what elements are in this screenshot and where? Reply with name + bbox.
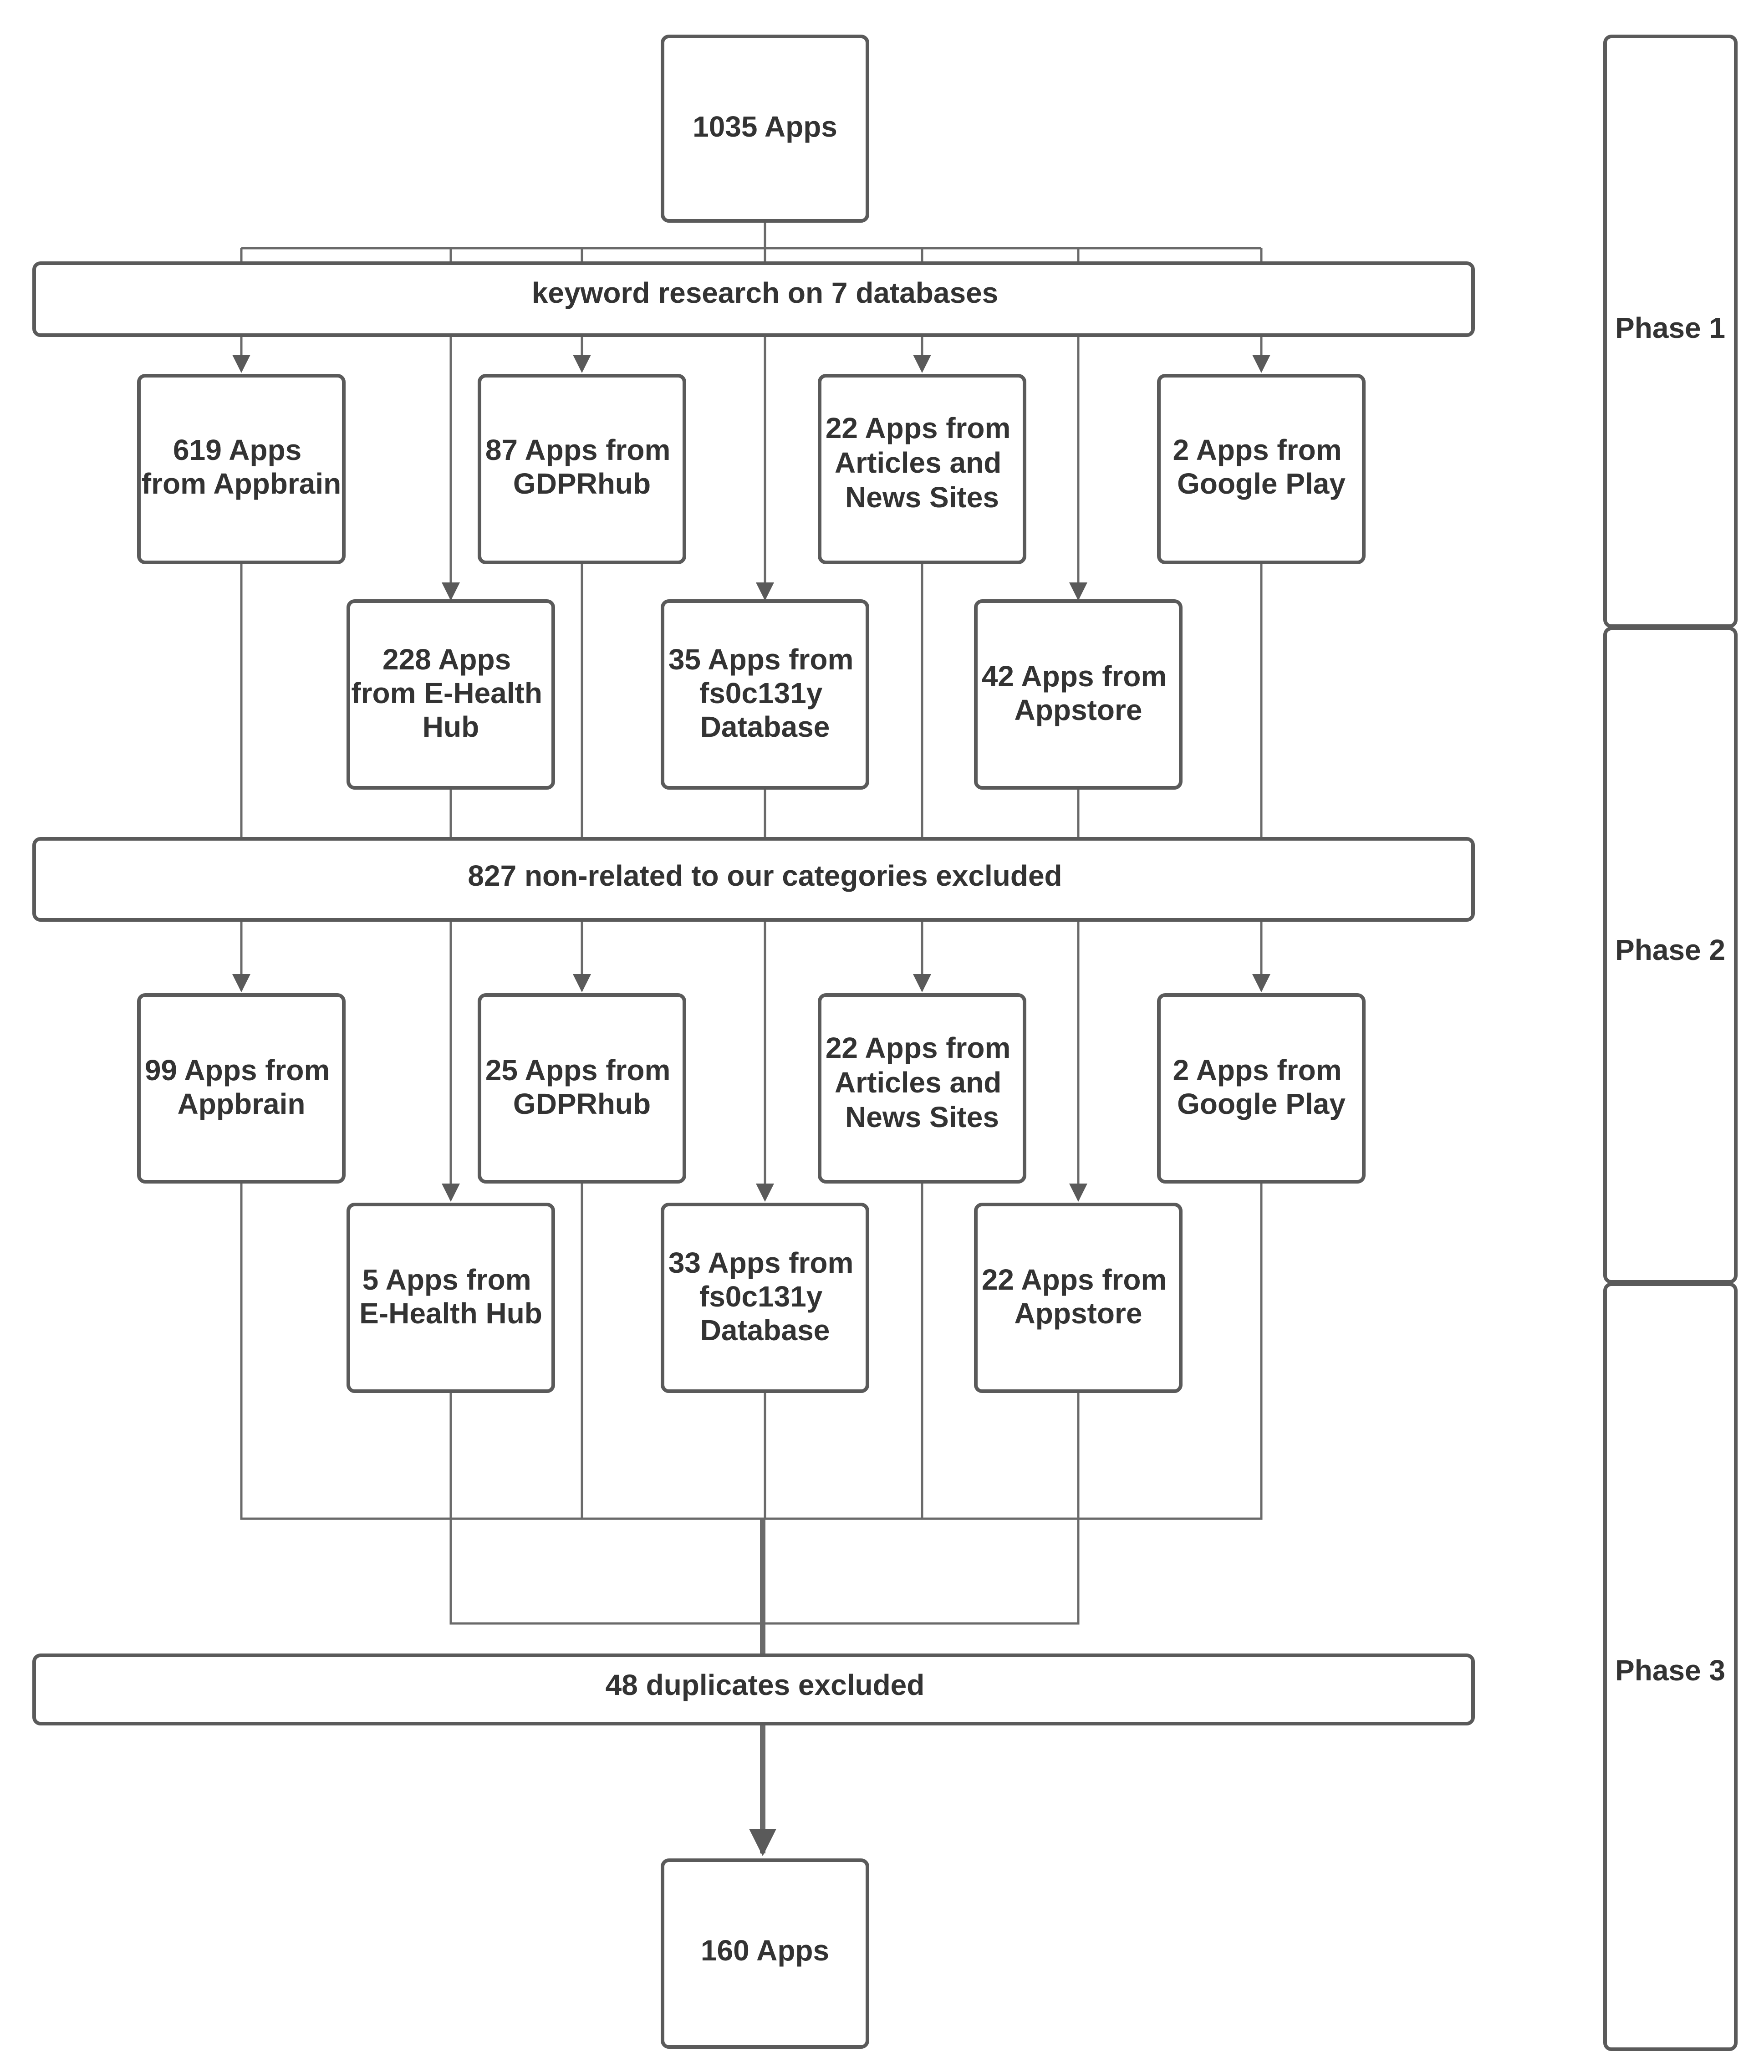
svg-text:2 Apps from Google Play: 2 Apps from Google Play (1173, 434, 1350, 500)
stage2-fs0c131y-line: 33 Apps from (668, 1246, 854, 1279)
duplicates-label: 48 duplicates excluded (606, 1669, 925, 1701)
stage2-fs0c131y-node: 33 Apps from fs0c131y Database (661, 1203, 869, 1393)
phase-1-label: Phase 1 (1615, 311, 1725, 344)
svg-text:2 Apps from Google Play: 2 Apps from Google Play (1173, 1054, 1350, 1120)
stage2-appstore-line: 22 Apps from (982, 1263, 1167, 1296)
stage1-ehealth-node: 228 Apps from E-Health Hub (347, 599, 555, 790)
stage2-appstore-line: Appstore (1015, 1297, 1142, 1330)
stage2-articles-line: Articles and (835, 1066, 1001, 1099)
stage1-ehealth-line: 228 Apps (382, 643, 511, 676)
total-apps-line: 1035 Apps (693, 110, 837, 143)
stage2-articles-line: News Sites (845, 1101, 999, 1133)
stage1-fs0c131y-line: Database (700, 710, 830, 743)
svg-text:87 Apps from GDPRhub: 87 Apps from GDPRhub (485, 434, 678, 500)
svg-text:22 Apps from Articles an: 22 Apps from Articles and News Sites (826, 412, 1019, 514)
keyword-research-label: keyword research on 7 databases (532, 276, 999, 309)
stage1-articles-node: 22 Apps from Articles and News Sites (818, 374, 1026, 564)
stage1-appbrain-line: 619 Apps (173, 434, 301, 466)
stage1-fs0c131y-line: fs0c131y (699, 677, 823, 709)
stage1-articles-line: Articles and (835, 446, 1001, 479)
svg-text:99 Apps from Appbrain: 99 Apps from Appbrain (145, 1054, 338, 1120)
duplicates-bar: 48 duplicates excluded (32, 1654, 1475, 1725)
svg-text:22 Apps from Appstore: 22 Apps from Appstore (982, 1263, 1175, 1330)
svg-text:25 Apps from GDPRhub: 25 Apps from GDPRhub (485, 1054, 678, 1120)
stage1-gdprhub-node: 87 Apps from GDPRhub (478, 374, 686, 564)
stage1-appstore-line: 42 Apps from (982, 660, 1167, 693)
final-apps-node: 160 Apps (661, 1858, 869, 2049)
stage1-gdprhub-line: GDPRhub (513, 467, 651, 500)
stage2-googleplay-line: 2 Apps from (1173, 1054, 1342, 1087)
svg-text:160 Apps: 160 Apps (701, 1934, 829, 1967)
svg-text:228 Apps from E-Health: 228 Apps from E-Health Hub (351, 643, 550, 743)
final-apps-line: 160 Apps (701, 1934, 829, 1967)
stage2-gdprhub-line: 25 Apps from (485, 1054, 671, 1087)
stage2-googleplay-node: 2 Apps from Google Play (1157, 993, 1366, 1184)
svg-text:33 Apps from fs0c131y: 33 Apps from fs0c131y Database (668, 1246, 862, 1347)
phase-3-label: Phase 3 (1615, 1654, 1725, 1687)
stage2-appbrain-line: Appbrain (178, 1087, 306, 1120)
total-apps-node: 1035 Apps (661, 35, 869, 223)
svg-text:5 Apps from E-Health Hub: 5 Apps from E-Health Hub (359, 1263, 542, 1330)
phase-2-label: Phase 2 (1615, 934, 1725, 966)
stage1-fs0c131y-line: 35 Apps from (668, 643, 854, 676)
non-related-bar: 827 non-related to our categories exclud… (32, 837, 1475, 922)
svg-text:35 Apps from fs0c131y: 35 Apps from fs0c131y Database (668, 643, 862, 743)
stage1-articles-line: News Sites (845, 481, 999, 514)
keyword-research-bar: keyword research on 7 databases (32, 261, 1475, 337)
stage2-fs0c131y-line: Database (700, 1314, 830, 1347)
stage2-appbrain-node: 99 Apps from Appbrain (137, 993, 346, 1184)
stage1-appstore-node: 42 Apps from Appstore (974, 599, 1183, 790)
svg-text:1035 Apps: 1035 Apps (693, 110, 837, 143)
svg-text:619 Apps from Appbrain: 619 Apps from Appbrain (142, 434, 342, 500)
stage1-googleplay-node: 2 Apps from Google Play (1157, 374, 1366, 564)
stage2-ehealth-node: 5 Apps from E-Health Hub (347, 1203, 555, 1393)
non-related-label: 827 non-related to our categories exclud… (468, 859, 1062, 892)
stage2-googleplay-line: Google Play (1177, 1087, 1346, 1120)
stage1-googleplay-line: 2 Apps from (1173, 434, 1342, 466)
stage2-fs0c131y-line: fs0c131y (699, 1280, 823, 1313)
phase-3-panel: Phase 3 (1603, 1282, 1738, 2051)
stage1-appbrain-line: from Appbrain (142, 467, 342, 500)
stage2-ehealth-line: 5 Apps from (362, 1263, 531, 1296)
stage2-gdprhub-line: GDPRhub (513, 1087, 651, 1120)
stage1-appbrain-node: 619 Apps from Appbrain (137, 374, 346, 564)
stage2-articles-line: 22 Apps from (826, 1031, 1011, 1064)
phase-1-panel: Phase 1 (1603, 35, 1738, 628)
stage1-googleplay-line: Google Play (1177, 467, 1346, 500)
stage2-appbrain-line: 99 Apps from (145, 1054, 330, 1087)
stage1-appstore-line: Appstore (1015, 694, 1142, 726)
svg-text:22 Apps from Articles an: 22 Apps from Articles and News Sites (826, 1031, 1019, 1133)
stage1-ehealth-line: Hub (423, 710, 479, 743)
stage2-articles-node: 22 Apps from Articles and News Sites (818, 993, 1026, 1184)
stage2-gdprhub-node: 25 Apps from GDPRhub (478, 993, 686, 1184)
stage1-fs0c131y-node: 35 Apps from fs0c131y Database (661, 599, 869, 790)
stage1-articles-line: 22 Apps from (826, 412, 1011, 444)
stage2-appstore-node: 22 Apps from Appstore (974, 1203, 1183, 1393)
stage1-gdprhub-line: 87 Apps from (485, 434, 671, 466)
stage2-ehealth-line: E-Health Hub (359, 1297, 542, 1330)
svg-text:42 Apps from Appstore: 42 Apps from Appstore (982, 660, 1175, 726)
phase-2-panel: Phase 2 (1603, 627, 1738, 1284)
stage1-ehealth-line: from E-Health (351, 677, 542, 709)
